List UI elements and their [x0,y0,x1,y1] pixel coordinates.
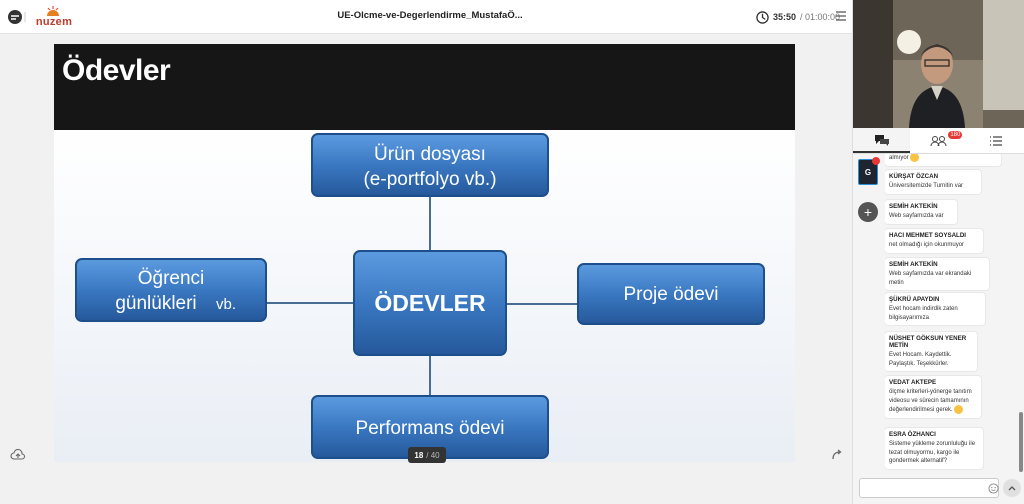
list-icon [990,135,1003,146]
participants-icon [930,135,947,146]
share-icon[interactable] [830,448,844,462]
emoji-picker-icon[interactable] [988,483,999,494]
chat-bubble-icon[interactable] [7,9,23,25]
node-ogrenci-gunlukleri: Öğrenci günlükleri vb. [75,258,267,322]
cloud-upload-icon[interactable] [10,448,26,462]
presentation-stage: Ödevler [0,34,852,504]
chat-message: HACI MEHMET SOYSALDI net olmadığı için o… [885,229,983,253]
message-author: KÜRŞAT ÖZCAN [889,173,939,180]
brand-name: nuzem [35,16,73,28]
chat-icon [874,134,889,146]
message-text: Web sayfamızda var [889,213,944,219]
node-odevler: ÖDEVLER [353,250,507,356]
node-top-line1: Ürün dosyası [374,144,486,165]
node-bottom-label: Performans ödevi [356,418,505,439]
chat-rail: G + [853,154,883,474]
tab-participants[interactable]: 180 [910,128,967,153]
concept-diagram: Ürün dosyası (e-portfolyo vb.) ÖDEVLER Ö… [75,133,765,459]
message-text: ölçme kriterleri-yönerge tanıtım videosu… [889,389,972,414]
node-left-suffix: vb. [216,296,236,313]
slide-header: Ödevler [54,44,795,130]
chat-message: SEMİH AKTEKİN Web sayfamızda var [885,200,957,224]
message-author: VEDAT AKTEPE [889,379,937,386]
chat-message-input[interactable] [859,478,999,498]
tab-chat[interactable] [853,128,911,153]
session-timer: 35:50 / 01:00:00 [756,9,840,25]
group-initial: G [864,167,872,177]
node-urun-dosyasi: Ürün dosyası (e-portfolyo vb.) [311,133,549,197]
smile-emoji-icon [954,405,964,414]
message-text: almıyor [889,155,909,162]
message-text: Sisteme yükleme zorunluluğu ile tezat ol… [889,441,976,464]
separator-icon [24,12,26,22]
panel-tabs: 180 [853,128,1024,154]
node-performans-odevi: Performans ödevi [311,395,549,459]
session-title: UE-Olcme-ve-Degerlendirme_MustafaÖ... [337,10,523,21]
node-right-label: Proje ödevi [623,284,718,305]
clock-icon [756,10,769,24]
webcam-video [853,0,1024,128]
message-text: net olmadığı için okunmuyor [889,242,965,248]
message-author: NÜSHET GÖKSUN YENER METİN [889,335,967,349]
node-center-label: ÖDEVLER [374,290,486,316]
webcam-image [853,0,1024,128]
participants-count-badge: 180 [948,131,963,139]
chat-messages: almıyor KÜRŞAT ÖZCAN Üniversitemizde Tur… [885,154,1019,474]
side-panel: 180 G + almıyor KÜRŞAT ÖZCAN Üniversitem… [852,0,1024,504]
chat-message: VEDAT AKTEPE ölçme kriterleri-yönerge ta… [885,376,981,418]
top-bar: nuzem UE-Olcme-ve-Degerlendirme_MustafaÖ… [0,0,852,34]
menu-icon[interactable] [836,10,846,22]
timer-current: 35:50 [773,12,797,22]
message-text: Üniversitemizde Turnitin var [889,183,964,189]
pager-current: 18 [414,450,424,460]
message-author: SEMİH AKTEKİN [889,261,938,268]
message-author: ŞÜKRÜ APAYDIN [889,296,940,303]
send-button[interactable] [1003,479,1021,497]
nuzem-logo: nuzem [34,6,74,30]
unread-dot [872,157,880,165]
smile-emoji-icon [910,154,920,162]
chat-message: ŞÜKRÜ APAYDIN Evet hocam indirdik zaten … [885,293,985,325]
message-text: Evet Hocam. Kaydettik. Paylaştık. Teşekk… [889,352,952,367]
node-top-line2: (e-portfolyo vb.) [363,169,496,190]
message-author: SEMİH AKTEKİN [889,203,938,210]
chat-scrollbar[interactable] [1019,154,1023,474]
message-author: ESRA ÖZHANCI [889,431,936,438]
sun-logo-icon [47,6,59,16]
slide: Ödevler [54,44,795,462]
slide-pager[interactable]: 18 / 40 [408,447,446,463]
message-text: Web sayfamızda var ekrandaki metin [889,271,972,286]
node-left-line2: günlükleri [115,293,196,314]
slide-body: Ürün dosyası (e-portfolyo vb.) ÖDEVLER Ö… [54,130,795,462]
node-left-line1: Öğrenci [138,268,205,289]
slide-title: Ödevler [62,54,171,87]
node-proje-odevi: Proje ödevi [577,263,765,325]
chat-message: almıyor [885,154,1001,166]
chevron-up-icon [1008,486,1016,491]
timer-total: / 01:00:00 [800,12,841,22]
chat-message: KÜRŞAT ÖZCAN Üniversitemizde Turnitin va… [885,170,981,194]
message-text: Evet hocam indirdik zaten bilgisayarımız… [889,306,958,321]
chat-message: SEMİH AKTEKİN Web sayfamızda var ekranda… [885,258,989,290]
chat-message: ESRA ÖZHANCI Sisteme yükleme zorunluluğu… [885,428,983,469]
message-author: HACI MEHMET SOYSALDI [889,232,967,239]
group-chat-button[interactable]: G [858,157,880,185]
add-chat-button[interactable]: + [858,202,878,222]
chat-scrollbar-thumb[interactable] [1019,412,1023,472]
tab-list[interactable] [968,128,1024,153]
pager-total: / 40 [426,450,440,460]
chat-message: NÜSHET GÖKSUN YENER METİN Evet Hocam. Ka… [885,332,977,371]
